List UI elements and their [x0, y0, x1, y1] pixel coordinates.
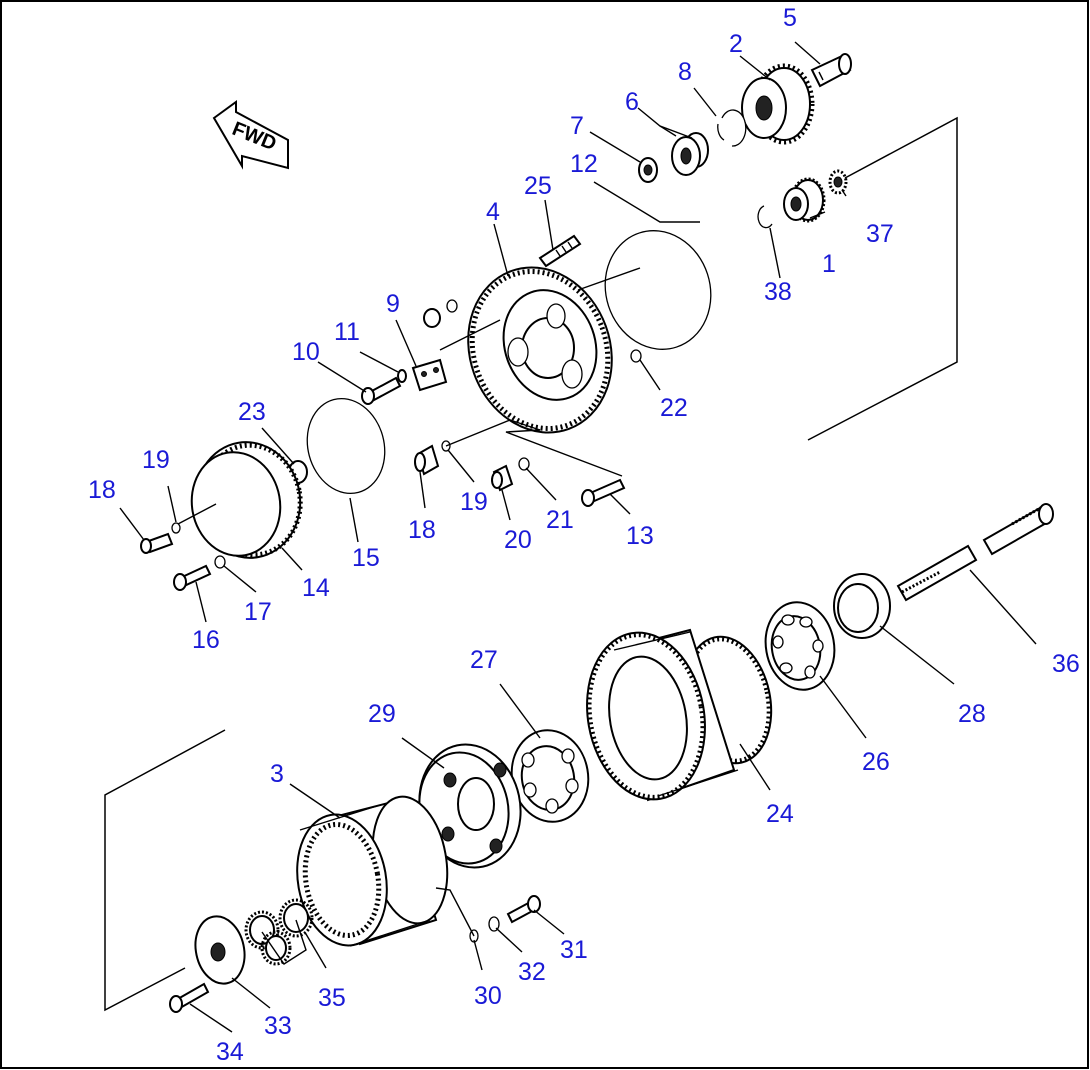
part-bushing-6 — [671, 132, 709, 176]
leader-lines-upper — [119, 41, 847, 623]
part-bearing-26 — [764, 601, 836, 691]
part-washer-19-left — [171, 522, 181, 534]
callout-16: 16 — [192, 626, 220, 654]
part-bolt-10 — [361, 376, 402, 405]
callout-38: 38 — [764, 278, 792, 306]
part-hub-24 — [586, 628, 773, 802]
part-seal-28 — [833, 573, 891, 639]
part-snap-ring-38 — [757, 205, 773, 229]
part-washer-32 — [488, 916, 500, 932]
callout-23: 23 — [238, 398, 266, 426]
part-gear-2 — [741, 63, 815, 145]
callout-5: 5 — [783, 4, 797, 32]
part-washer — [446, 299, 458, 313]
part-plug-22 — [630, 349, 642, 363]
callout-4: 4 — [486, 198, 500, 226]
part-thrust-plate-33 — [194, 915, 246, 985]
part-bearing-gear-1 — [783, 177, 826, 223]
part-block-9 — [411, 358, 448, 392]
callout-32: 32 — [518, 958, 546, 986]
callout-22: 22 — [660, 394, 688, 422]
callout-21: 21 — [546, 506, 574, 534]
part-bolt-18-upper — [414, 444, 440, 476]
callout-18-left: 18 — [88, 476, 116, 504]
callout-15: 15 — [352, 544, 380, 572]
part-bolt-13 — [581, 478, 626, 507]
callout-8: 8 — [678, 58, 692, 86]
callout-33: 33 — [264, 1012, 292, 1040]
callout-19-left: 19 — [142, 446, 170, 474]
callout-9: 9 — [386, 290, 400, 318]
part-shaft-36 — [896, 503, 1054, 602]
part-o-ring-15 — [306, 397, 386, 495]
part-bearing-27 — [510, 729, 590, 823]
group-bracket-lower — [104, 729, 226, 1012]
callout-35: 35 — [318, 984, 346, 1012]
group-bracket-upper — [807, 116, 958, 441]
callout-30: 30 — [474, 982, 502, 1010]
part-small-gear-37 — [828, 169, 848, 195]
part-carrier-disc-29 — [418, 743, 522, 869]
part-stud-25 — [538, 234, 582, 268]
part-bolt-16 — [173, 564, 212, 591]
part-washer-11 — [397, 369, 407, 383]
callout-34: 34 — [216, 1038, 244, 1066]
part-bolt-20 — [491, 464, 514, 492]
part-bolt-34 — [169, 982, 210, 1013]
callout-29: 29 — [368, 700, 396, 728]
part-washer-17 — [214, 555, 226, 569]
part-bolt-18-left — [140, 532, 174, 554]
callout-37: 37 — [866, 220, 894, 248]
callout-18-upper: 18 — [408, 516, 436, 544]
callout-labels: 1 2 3 4 5 6 7 8 9 10 11 12 13 14 15 16 1… — [88, 4, 1080, 1066]
callout-26: 26 — [862, 748, 890, 776]
part-o-ring-12 — [604, 230, 712, 350]
part-cover-14 — [190, 441, 303, 559]
callout-31: 31 — [560, 936, 588, 964]
callout-14: 14 — [302, 574, 330, 602]
part-washer-21 — [518, 457, 530, 471]
part-ring-gear-3 — [296, 795, 449, 947]
callout-6: 6 — [625, 88, 639, 116]
part-pin-5 — [810, 53, 852, 88]
callout-2: 2 — [729, 30, 743, 58]
leader-lines-lower — [189, 569, 1037, 1033]
callout-19-upper: 19 — [460, 488, 488, 516]
callout-24: 24 — [766, 800, 794, 828]
callout-7: 7 — [570, 112, 584, 140]
fwd-direction-marker: FWD — [212, 100, 289, 170]
callout-11: 11 — [334, 318, 360, 346]
callout-12: 12 — [570, 150, 598, 178]
callout-27: 27 — [470, 646, 498, 674]
part-nut — [423, 308, 441, 328]
part-bolt-31 — [506, 895, 541, 924]
callout-28: 28 — [958, 700, 986, 728]
callout-13: 13 — [626, 522, 654, 550]
callout-10: 10 — [292, 338, 320, 366]
callout-3: 3 — [270, 760, 284, 788]
part-planet-gears-35 — [244, 898, 314, 966]
part-collar-7 — [638, 157, 658, 183]
callout-25: 25 — [524, 172, 552, 200]
part-snap-ring-8 — [717, 109, 747, 147]
callout-20: 20 — [504, 526, 532, 554]
callout-17: 17 — [244, 598, 272, 626]
part-carrier-plate-4 — [467, 266, 613, 434]
callout-1: 1 — [822, 250, 836, 278]
callout-36: 36 — [1052, 650, 1080, 678]
